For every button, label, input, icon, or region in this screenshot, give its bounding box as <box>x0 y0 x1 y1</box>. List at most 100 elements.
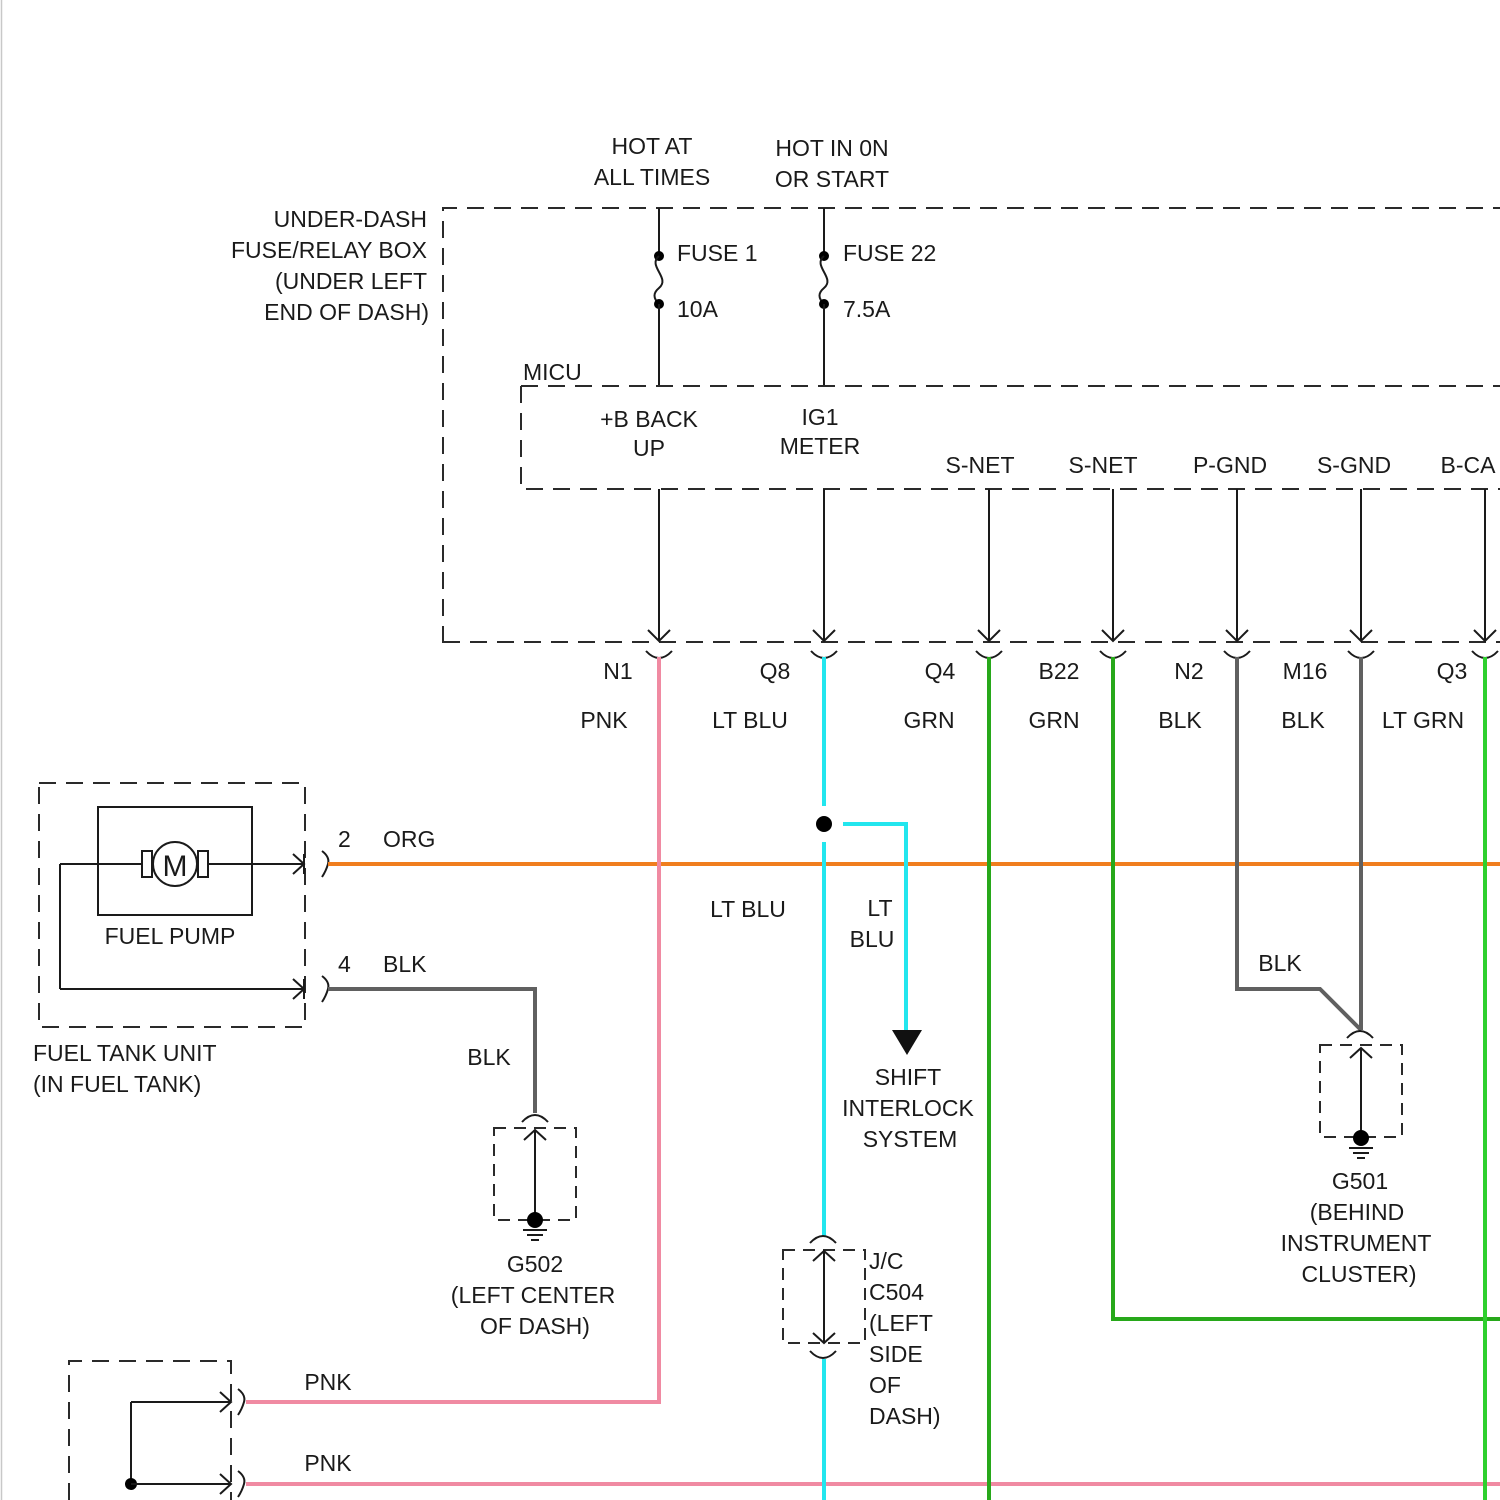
svg-text:FUSE/RELAY BOX: FUSE/RELAY BOX <box>231 237 427 263</box>
fuel-tank-unit-label: FUEL TANK UNIT (IN FUEL TANK) <box>33 1040 217 1097</box>
wire-color-label: LT BLU <box>712 707 788 733</box>
svg-text:FUSE 22: FUSE 22 <box>843 240 936 266</box>
svg-text:SHIFT: SHIFT <box>875 1064 941 1090</box>
svg-text:DASH): DASH) <box>869 1403 941 1429</box>
shift-interlock-label: SHIFT INTERLOCK SYSTEM <box>842 1064 974 1152</box>
pnk-wire-label-1: PNK <box>304 1369 352 1395</box>
g502-wire-label: BLK <box>467 1044 511 1070</box>
splice-dot <box>816 816 832 832</box>
svg-text:(LEFT: (LEFT <box>869 1310 933 1336</box>
jc-c504-label: J/C C504 (LEFT SIDE OF DASH) <box>869 1248 941 1429</box>
wire-color-label: GRN <box>903 707 954 733</box>
svg-text:J/C: J/C <box>869 1248 904 1274</box>
svg-text:CLUSTER): CLUSTER) <box>1301 1261 1416 1287</box>
connector-label: Q8 <box>760 658 791 684</box>
fuse-22: FUSE 22 7.5A <box>819 208 936 386</box>
fuel-pump-label: FUEL PUMP <box>105 923 236 949</box>
svg-text:HOT IN 0N: HOT IN 0N <box>775 135 888 161</box>
g501-wire-label: BLK <box>1258 950 1302 976</box>
lt-blu-wire-label: LT BLU <box>710 896 786 922</box>
svg-text:SYSTEM: SYSTEM <box>863 1126 958 1152</box>
pin-2-number: 2 <box>338 826 351 852</box>
svg-text:OR START: OR START <box>775 166 889 192</box>
micu-pin-label: METER <box>780 433 861 459</box>
connector-label: Q4 <box>925 658 956 684</box>
svg-text:(LEFT CENTER: (LEFT CENTER <box>451 1282 615 1308</box>
svg-text:C504: C504 <box>869 1279 924 1305</box>
micu-label: MICU <box>523 359 582 385</box>
svg-text:SIDE: SIDE <box>869 1341 923 1367</box>
g502-ground-symbol <box>494 1115 576 1240</box>
svg-text:INTERLOCK: INTERLOCK <box>842 1095 974 1121</box>
connector-label: N1 <box>603 658 632 684</box>
svg-text:END OF DASH): END OF DASH) <box>264 299 429 325</box>
pin-4-number: 4 <box>338 951 351 977</box>
pin-connector <box>1100 651 1126 658</box>
pnk-wire-label-2: PNK <box>304 1450 352 1476</box>
pin-connector <box>1224 651 1250 658</box>
wire-color-label: GRN <box>1028 707 1079 733</box>
svg-text:FUEL TANK UNIT: FUEL TANK UNIT <box>33 1040 217 1066</box>
connector-label: Q3 <box>1437 658 1468 684</box>
connector-label: B22 <box>1039 658 1080 684</box>
micu-pin-label: S-NET <box>1069 452 1138 478</box>
micu-pin-label: +B BACK <box>600 406 698 432</box>
micu-pin-label: B-CA <box>1441 452 1497 478</box>
svg-text:LT: LT <box>867 895 892 921</box>
micu-pin-6: S-GND M16BLK <box>1281 452 1391 733</box>
fuel-pump-motor: M <box>60 842 328 1002</box>
wire-color-label: BLK <box>1158 707 1202 733</box>
hot-at-all-times-label: HOT AT ALL TIMES <box>594 133 710 190</box>
svg-text:(UNDER LEFT: (UNDER LEFT <box>275 268 427 294</box>
g501-label: G501 (BEHIND INSTRUMENT CLUSTER) <box>1281 1168 1432 1287</box>
micu-pin-label: S-GND <box>1317 452 1391 478</box>
pin-4-color: BLK <box>383 951 427 977</box>
svg-text:BLU: BLU <box>850 926 895 952</box>
micu-pin-2: IG1METER Q8 LT BLU <box>712 404 860 733</box>
pin-connector <box>976 651 1002 658</box>
micu-pin-7: B-CA Q3 LT GRN <box>1382 452 1498 733</box>
svg-text:G502: G502 <box>507 1251 563 1277</box>
motor-symbol: M <box>163 850 188 883</box>
pin-connector <box>646 651 672 658</box>
g501-ground-symbol <box>1320 1031 1402 1158</box>
g502-label: G502 (LEFT CENTER OF DASH) <box>451 1251 615 1339</box>
jc-c504-symbol <box>783 1236 865 1358</box>
pin-connector <box>811 651 837 658</box>
pin-connector <box>1472 651 1498 658</box>
svg-text:HOT AT: HOT AT <box>612 133 693 159</box>
svg-text:UNDER-DASH: UNDER-DASH <box>274 206 427 232</box>
micu-pin-label: S-NET <box>946 452 1015 478</box>
hot-in-on-label: HOT IN 0N OR START <box>775 135 889 192</box>
fuse-1: FUSE 1 10A <box>654 208 758 386</box>
svg-text:(IN FUEL TANK): (IN FUEL TANK) <box>33 1071 201 1097</box>
lt-blu-branch-label: LT BLU <box>850 895 895 952</box>
wire-color-label: LT GRN <box>1382 707 1464 733</box>
micu-pin-label: UP <box>633 435 665 461</box>
svg-text:INSTRUMENT: INSTRUMENT <box>1281 1230 1432 1256</box>
svg-text:FUSE 1: FUSE 1 <box>677 240 758 266</box>
micu-pin-label: P-GND <box>1193 452 1267 478</box>
svg-text:7.5A: 7.5A <box>843 296 891 322</box>
svg-text:(BEHIND: (BEHIND <box>1310 1199 1405 1225</box>
connector-label: N2 <box>1174 658 1203 684</box>
fuel-tank-unit-outline <box>39 783 305 1027</box>
fuse-box-label: UNDER-DASH FUSE/RELAY BOX (UNDER LEFT EN… <box>231 206 429 325</box>
connector-label: M16 <box>1283 658 1328 684</box>
wire-color-label: PNK <box>580 707 628 733</box>
lower-component <box>69 1361 244 1500</box>
svg-text:G501: G501 <box>1332 1168 1388 1194</box>
pin-connector <box>1348 651 1374 658</box>
pin-2-color: ORG <box>383 826 435 852</box>
svg-text:10A: 10A <box>677 296 719 322</box>
micu-pin-label: IG1 <box>801 404 838 430</box>
shift-interlock-arrow <box>892 1030 922 1055</box>
wire-color-label: BLK <box>1281 707 1325 733</box>
svg-text:OF DASH): OF DASH) <box>480 1313 590 1339</box>
svg-text:OF: OF <box>869 1372 901 1398</box>
